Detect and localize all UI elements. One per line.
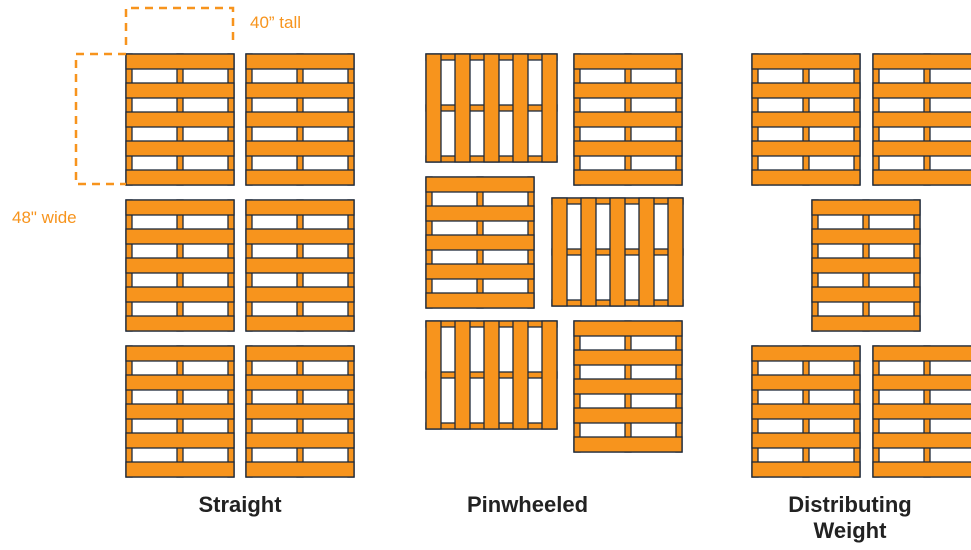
pallet <box>573 53 683 186</box>
caption-distributing-line2: Weight <box>813 518 887 543</box>
pallets-layer <box>125 53 971 478</box>
caption-pinwheeled: Pinwheeled <box>466 492 589 517</box>
pallet <box>811 199 921 332</box>
dimension-markers <box>74 6 235 186</box>
pallet <box>872 345 971 478</box>
pallet <box>425 53 558 163</box>
pallet <box>245 345 355 478</box>
pallet <box>245 53 355 186</box>
pallet <box>125 53 235 186</box>
pallet <box>425 176 535 309</box>
pallet <box>751 53 861 186</box>
pallet <box>551 197 684 307</box>
pallet <box>125 345 235 478</box>
pallet <box>573 320 683 453</box>
pattern-group <box>751 53 971 478</box>
tall-dimension-label: 40” tall <box>250 13 302 32</box>
caption-distributing-weight: Distributing Weight <box>735 492 965 544</box>
pallet <box>751 345 861 478</box>
pallet <box>872 53 971 186</box>
wide-dimension-label: 48" wide <box>12 208 77 227</box>
caption-straight: Straight <box>198 492 282 517</box>
pallet <box>425 320 558 430</box>
pattern-group <box>125 53 355 478</box>
tall-dimension-marker <box>124 6 235 45</box>
caption-distributing-line1: Distributing <box>788 492 912 517</box>
pallet <box>245 199 355 332</box>
pallet <box>125 199 235 332</box>
wide-dimension-marker <box>74 52 126 186</box>
pattern-group <box>425 53 684 453</box>
